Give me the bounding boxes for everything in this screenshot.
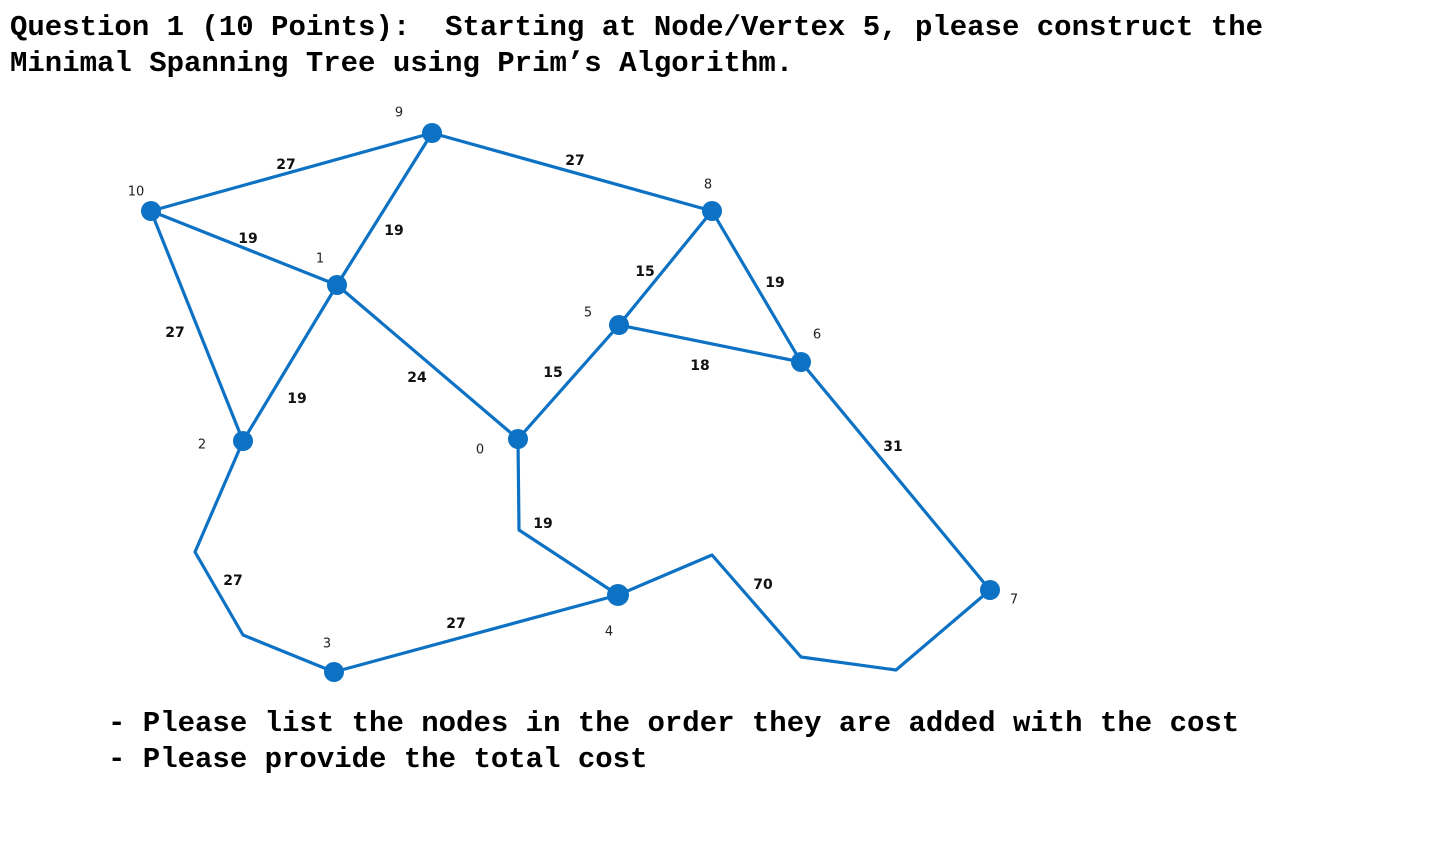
edge-5-0: [516, 323, 621, 441]
node-6: [791, 352, 811, 372]
edge-10-9: [149, 131, 434, 213]
question-prompt: Question 1 (10 Points): Starting at Node…: [10, 10, 1430, 82]
node-label-3: 3: [323, 637, 331, 652]
edge-weight-10-9: 27: [276, 157, 295, 173]
node-7: [980, 580, 1000, 600]
node-label-4: 4: [605, 625, 613, 640]
node-9: [422, 123, 442, 143]
instruction-item: - Please list the nodes in the order the…: [108, 707, 1240, 740]
node-3: [324, 662, 344, 682]
edge-weight-8-5: 15: [635, 264, 654, 280]
node-label-2: 2: [198, 438, 206, 453]
edge-weight-9-1: 19: [384, 223, 403, 239]
node-0: [508, 429, 528, 449]
edge-weight-4-7: 70: [753, 577, 773, 593]
edge-1-2: [241, 283, 339, 443]
edge-weight-10-2: 27: [165, 325, 184, 341]
edge-weight-5-6: 18: [690, 358, 709, 374]
node-label-6: 6: [813, 328, 821, 343]
edge-3-4: [332, 593, 620, 674]
edge-4-7: [616, 553, 992, 672]
edge-0-4: [516, 437, 620, 597]
node-label-8: 8: [704, 178, 712, 193]
edge-weight-1-2: 19: [287, 391, 306, 407]
edge-5-6: [617, 323, 803, 364]
edge-10-2: [149, 209, 245, 443]
edge-10-1: [149, 209, 339, 287]
node-label-9: 9: [395, 106, 403, 121]
edge-weight-3-4: 27: [446, 616, 465, 632]
node-label-7: 7: [1010, 593, 1018, 608]
edge-2-3: [193, 439, 336, 674]
node-10: [141, 201, 161, 221]
edge-weight-0-4: 19: [533, 516, 552, 532]
edge-weight-10-1: 19: [238, 231, 257, 247]
edge-weight-5-0: 15: [543, 365, 562, 381]
instruction-list: - Please list the nodes in the order the…: [108, 706, 1239, 778]
edge-6-7: [799, 360, 992, 592]
question-line-2: Minimal Spanning Tree using Prim’s Algor…: [10, 47, 794, 80]
nodes-layer: 0 1 2 3 4 5 6 7 8 9 10: [128, 106, 1018, 682]
edge-8-5: [617, 209, 714, 327]
node-2: [233, 431, 253, 451]
edge-8-6: [710, 209, 803, 364]
node-label-1: 1: [316, 252, 324, 267]
node-5: [609, 315, 629, 335]
instruction-item: - Please provide the total cost: [108, 743, 648, 776]
node-8: [702, 201, 722, 221]
edge-9-8: [430, 131, 714, 213]
node-label-5: 5: [584, 306, 592, 321]
edge-weight-8-6: 19: [765, 275, 784, 291]
node-label-0: 0: [476, 443, 484, 458]
edges-layer: [149, 131, 992, 674]
node-1: [327, 275, 347, 295]
edge-1-0: [335, 283, 520, 441]
node-4: [607, 584, 629, 606]
question-line-1: Question 1 (10 Points): Starting at Node…: [10, 11, 1264, 44]
node-label-10: 10: [128, 185, 145, 200]
edge-weight-2-3: 27: [223, 573, 242, 589]
edge-weight-9-8: 27: [565, 153, 584, 169]
edge-weight-1-0: 24: [407, 370, 427, 386]
edge-weight-6-7: 31: [883, 439, 902, 455]
edge-9-1: [335, 131, 434, 287]
